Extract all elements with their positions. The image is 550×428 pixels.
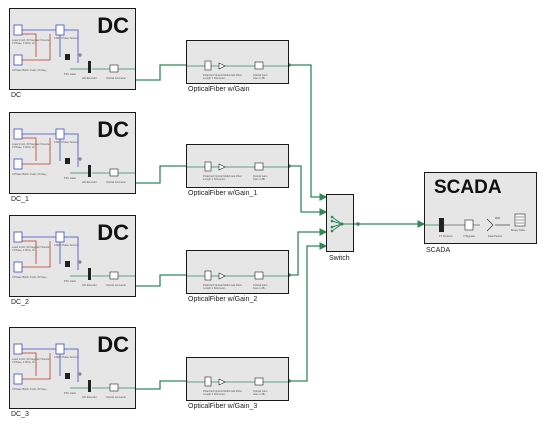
svg-text:3-Phase Block 1 kHz, 60 Seg...: 3-Phase Block 1 kHz, 60 Seg... — [12, 275, 48, 279]
svg-text:Optical Converter: Optical Converter — [106, 283, 126, 287]
svg-text:PFC stack: PFC stack — [64, 72, 77, 76]
wire-fiber1-to-switch — [289, 165, 328, 216]
optical-fiber-block[interactable]: Polarized Optical Multimode Fiber Length… — [186, 357, 289, 401]
svg-text:PFC stack: PFC stack — [64, 176, 77, 180]
svg-text:A/D Encoder: A/D Encoder — [82, 180, 97, 184]
switch-label: Switch — [329, 255, 350, 262]
dc-block[interactable]: Load 1 kHz, 60 Segment Source 3 Phase, 1… — [9, 112, 136, 194]
optical-fiber-label: OpticalFiber w/Gain_2 — [188, 296, 258, 303]
svg-text:Optical Gain: Optical Gain — [253, 389, 268, 393]
optical-fiber-block[interactable]: Polarized Optical Multimode Fiber Length… — [186, 250, 289, 294]
svg-text:3 MPI Phase Sensor: 3 MPI Phase Sensor — [54, 243, 78, 247]
svg-text:A/D Encoder: A/D Encoder — [82, 283, 97, 287]
optical-fiber-block[interactable]: Polarized Optical Multimode Fiber Length… — [186, 40, 289, 84]
svg-text:3 MPI Phase Sensor: 3 MPI Phase Sensor — [54, 355, 78, 359]
wire-dc2-to-fiber2 — [136, 274, 186, 287]
dc-inner-schematic: Load 1 kHz, 60 Segment Source 3 Phase, 1… — [12, 24, 135, 80]
wire-fiber2-to-switch — [289, 228, 328, 276]
dc-block[interactable]: Load 1 kHz, 60 Segment Source 3 Phase, 1… — [9, 327, 136, 409]
dc-inner-schematic: Load 1 kHz, 60 Segment Source 3 Phase, 1… — [12, 231, 135, 287]
dc-label: DC_3 — [11, 411, 29, 418]
svg-text:3 Phase, 1 MVA, 3x...: 3 Phase, 1 MVA, 3x... — [12, 360, 37, 364]
svg-text:Length 1 Kilometer...: Length 1 Kilometer... — [203, 392, 227, 396]
svg-text:Binary Data...: Binary Data... — [511, 228, 527, 232]
svg-text:Gain 1 dB...: Gain 1 dB... — [253, 286, 267, 290]
svg-text:Load 1 kHz, 60 Segment Source: Load 1 kHz, 60 Segment Source — [12, 142, 50, 146]
svg-text:PFC stack: PFC stack — [64, 391, 77, 395]
svg-text:Polarized Optical Multimode Fi: Polarized Optical Multimode Fiber — [203, 174, 242, 178]
switch-icon — [330, 215, 353, 233]
svg-text:Length 1 Kilometer...: Length 1 Kilometer... — [203, 286, 227, 290]
scada-inner-schematic: FT Protocol LTSignaler Data Packer Binar… — [425, 213, 527, 238]
scada-block[interactable]: FT Protocol LTSignaler Data Packer Binar… — [424, 172, 537, 244]
svg-text:Load 1 kHz, 60 Segment Source: Load 1 kHz, 60 Segment Source — [12, 357, 50, 361]
wire-dc-to-fiber — [136, 64, 186, 81]
svg-text:Polarized Optical Multimode Fi: Polarized Optical Multimode Fiber — [203, 73, 242, 77]
switch-block[interactable] — [326, 194, 354, 252]
svg-text:Polarized Optical Multimode Fi: Polarized Optical Multimode Fiber — [203, 389, 242, 393]
optical-fiber-label: OpticalFiber w/Gain_1 — [188, 190, 258, 197]
wire-fiber3-to-switch — [289, 242, 328, 382]
svg-text:3 MPI Phase Sensor: 3 MPI Phase Sensor — [54, 36, 78, 40]
svg-text:A/D Encoder: A/D Encoder — [82, 395, 97, 399]
svg-text:Optical Converter: Optical Converter — [106, 180, 126, 184]
svg-text:A/D Encoder: A/D Encoder — [82, 76, 97, 80]
svg-text:Length 1 Kilometer...: Length 1 Kilometer... — [203, 76, 227, 80]
wire-dc3-to-fiber3 — [136, 380, 186, 390]
dc-label: DC — [11, 92, 22, 99]
dc-title: DC — [97, 220, 129, 245]
wire-dc1-to-fiber1 — [136, 165, 186, 184]
svg-text:Gain 1 dB...: Gain 1 dB... — [253, 392, 267, 396]
scada-title: SCADA — [434, 177, 502, 198]
svg-text:3-Phase Block 1 kHz, 60 Seg...: 3-Phase Block 1 kHz, 60 Seg... — [12, 172, 48, 176]
dc-label: DC_1 — [11, 196, 29, 203]
svg-text:3-Phase Block 1 kHz, 60 Seg...: 3-Phase Block 1 kHz, 60 Seg... — [12, 387, 48, 391]
svg-text:Optical Gain: Optical Gain — [253, 73, 268, 77]
fiber-inner-schematic: Polarized Optical Multimode Fiber Length… — [187, 376, 288, 396]
scada-label: SCADA — [426, 247, 451, 254]
fiber-inner-schematic: Polarized Optical Multimode Fiber Length… — [187, 270, 288, 290]
svg-text:3 MPI Phase Sensor: 3 MPI Phase Sensor — [54, 140, 78, 144]
svg-text:Gain 1 dB...: Gain 1 dB... — [253, 76, 267, 80]
wire-fiber-to-switch — [289, 64, 328, 201]
svg-text:Load 1 kHz, 60 Segment Source: Load 1 kHz, 60 Segment Source — [12, 38, 50, 42]
dc-block[interactable]: Load 1 kHz, 60 Segment Source 3 Phase, 1… — [9, 8, 136, 90]
svg-text:3 Phase, 1 MVA, 3x...: 3 Phase, 1 MVA, 3x... — [12, 248, 37, 252]
dc-inner-schematic: Load 1 kHz, 60 Segment Source 3 Phase, 1… — [12, 128, 135, 184]
svg-text:Optical Gain: Optical Gain — [253, 174, 268, 178]
optical-fiber-label: OpticalFiber w/Gain_3 — [188, 403, 258, 410]
fiber-inner-schematic: Polarized Optical Multimode Fiber Length… — [187, 161, 288, 181]
optical-fiber-block[interactable]: Polarized Optical Multimode Fiber Length… — [186, 144, 289, 188]
svg-text:3 Phase, 1 MVA, 3x...: 3 Phase, 1 MVA, 3x... — [12, 145, 37, 149]
svg-text:Load 1 kHz, 60 Segment Source: Load 1 kHz, 60 Segment Source — [12, 245, 50, 249]
svg-text:Optical Gain: Optical Gain — [253, 283, 268, 287]
optical-fiber-label: OpticalFiber w/Gain — [188, 86, 250, 93]
dc-title: DC — [97, 332, 129, 357]
dc-block[interactable]: Load 1 kHz, 60 Segment Source 3 Phase, 1… — [9, 215, 136, 297]
dc-title: DC — [97, 117, 129, 142]
svg-text:Length 1 Kilometer...: Length 1 Kilometer... — [203, 177, 227, 181]
fiber-inner-schematic: Polarized Optical Multimode Fiber Length… — [187, 60, 288, 80]
svg-text:FT Protocol: FT Protocol — [439, 234, 453, 238]
dc-inner-schematic: Load 1 kHz, 60 Segment Source 3 Phase, 1… — [12, 343, 135, 399]
svg-text:PFC stack: PFC stack — [64, 279, 77, 283]
svg-text:Optical Converter: Optical Converter — [106, 395, 126, 399]
svg-text:Optical Converter: Optical Converter — [106, 76, 126, 80]
dc-label: DC_2 — [11, 299, 29, 306]
svg-text:Gain 1 dB...: Gain 1 dB... — [253, 177, 267, 181]
svg-text:Polarized Optical Multimode Fi: Polarized Optical Multimode Fiber — [203, 283, 242, 287]
svg-text:Data Packer: Data Packer — [488, 234, 502, 238]
dc-title: DC — [97, 13, 129, 38]
svg-text:3 Phase, 1 MVA, 3x...: 3 Phase, 1 MVA, 3x... — [12, 41, 37, 45]
svg-text:LTSignaler: LTSignaler — [463, 234, 475, 238]
svg-text:3-Phase Block 1 kHz, 60 Seg...: 3-Phase Block 1 kHz, 60 Seg... — [12, 68, 48, 72]
